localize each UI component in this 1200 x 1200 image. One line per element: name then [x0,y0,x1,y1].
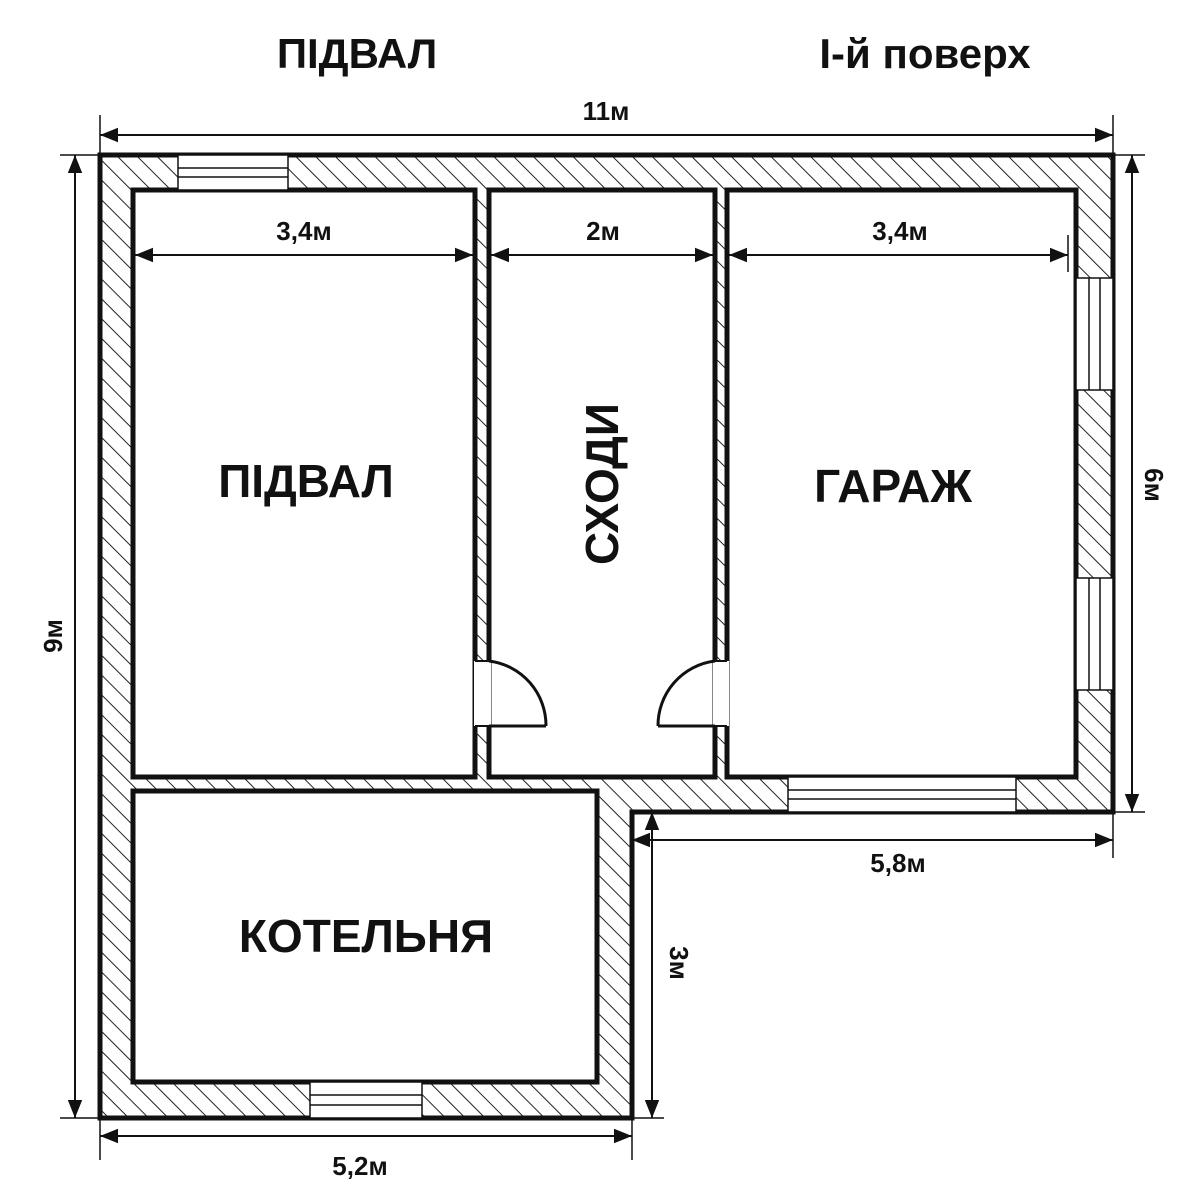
dimension-lower-height [632,811,664,1119]
dimension-total-width [99,115,1114,155]
lower-height-label: 3м [664,946,694,980]
window-boiler-bottom [309,1081,423,1119]
bottom-width-label: 5,2м [332,1151,387,1181]
total-height-label: 9м [38,619,68,653]
dimension-garage-width [729,235,1069,272]
stairs-room-label: СХОДИ [576,403,628,565]
right-height-label: 6м [1139,468,1169,502]
dimension-total-height [60,154,100,1119]
basement-room-label: ПІДВАЛ [218,455,394,507]
door-stairs-garage [656,659,729,728]
dimension-lower-right-width [631,812,1114,858]
basement-room-outline [130,187,478,780]
first-floor-heading: І-й поверх [819,30,1031,77]
dimension-right-height [1113,154,1145,813]
garage-room-label: ГАРАЖ [814,460,972,512]
wall-band [100,155,1113,1118]
door-basement-stairs [474,659,548,728]
stairs-room-outline [486,187,718,780]
total-width-label: 11м [583,96,630,126]
basement-width-label: 3,4м [276,216,331,246]
garage-width-label: 3,4м [872,216,927,246]
window-garage-bottom [787,776,1017,813]
window-right-upper [1075,277,1114,391]
boiler-room-label: КОТЕЛЬНЯ [239,910,493,962]
stairs-width-label: 2м [586,216,620,246]
lower-right-width-label: 5,8м [870,848,925,878]
window-top [177,154,289,191]
basement-heading: ПІДВАЛ [277,30,437,77]
window-right-lower [1075,577,1114,691]
dimension-bottom-width [99,1118,633,1160]
